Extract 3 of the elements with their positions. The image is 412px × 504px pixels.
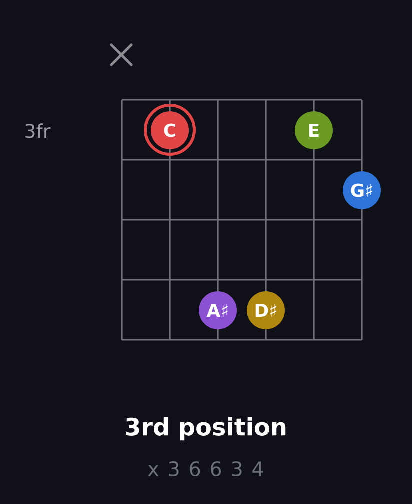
caption: 3rd position [126, 417, 286, 441]
fingering: x 3 6 6 3 4 [148, 461, 264, 477]
fret-number: 3fr [26, 124, 51, 138]
